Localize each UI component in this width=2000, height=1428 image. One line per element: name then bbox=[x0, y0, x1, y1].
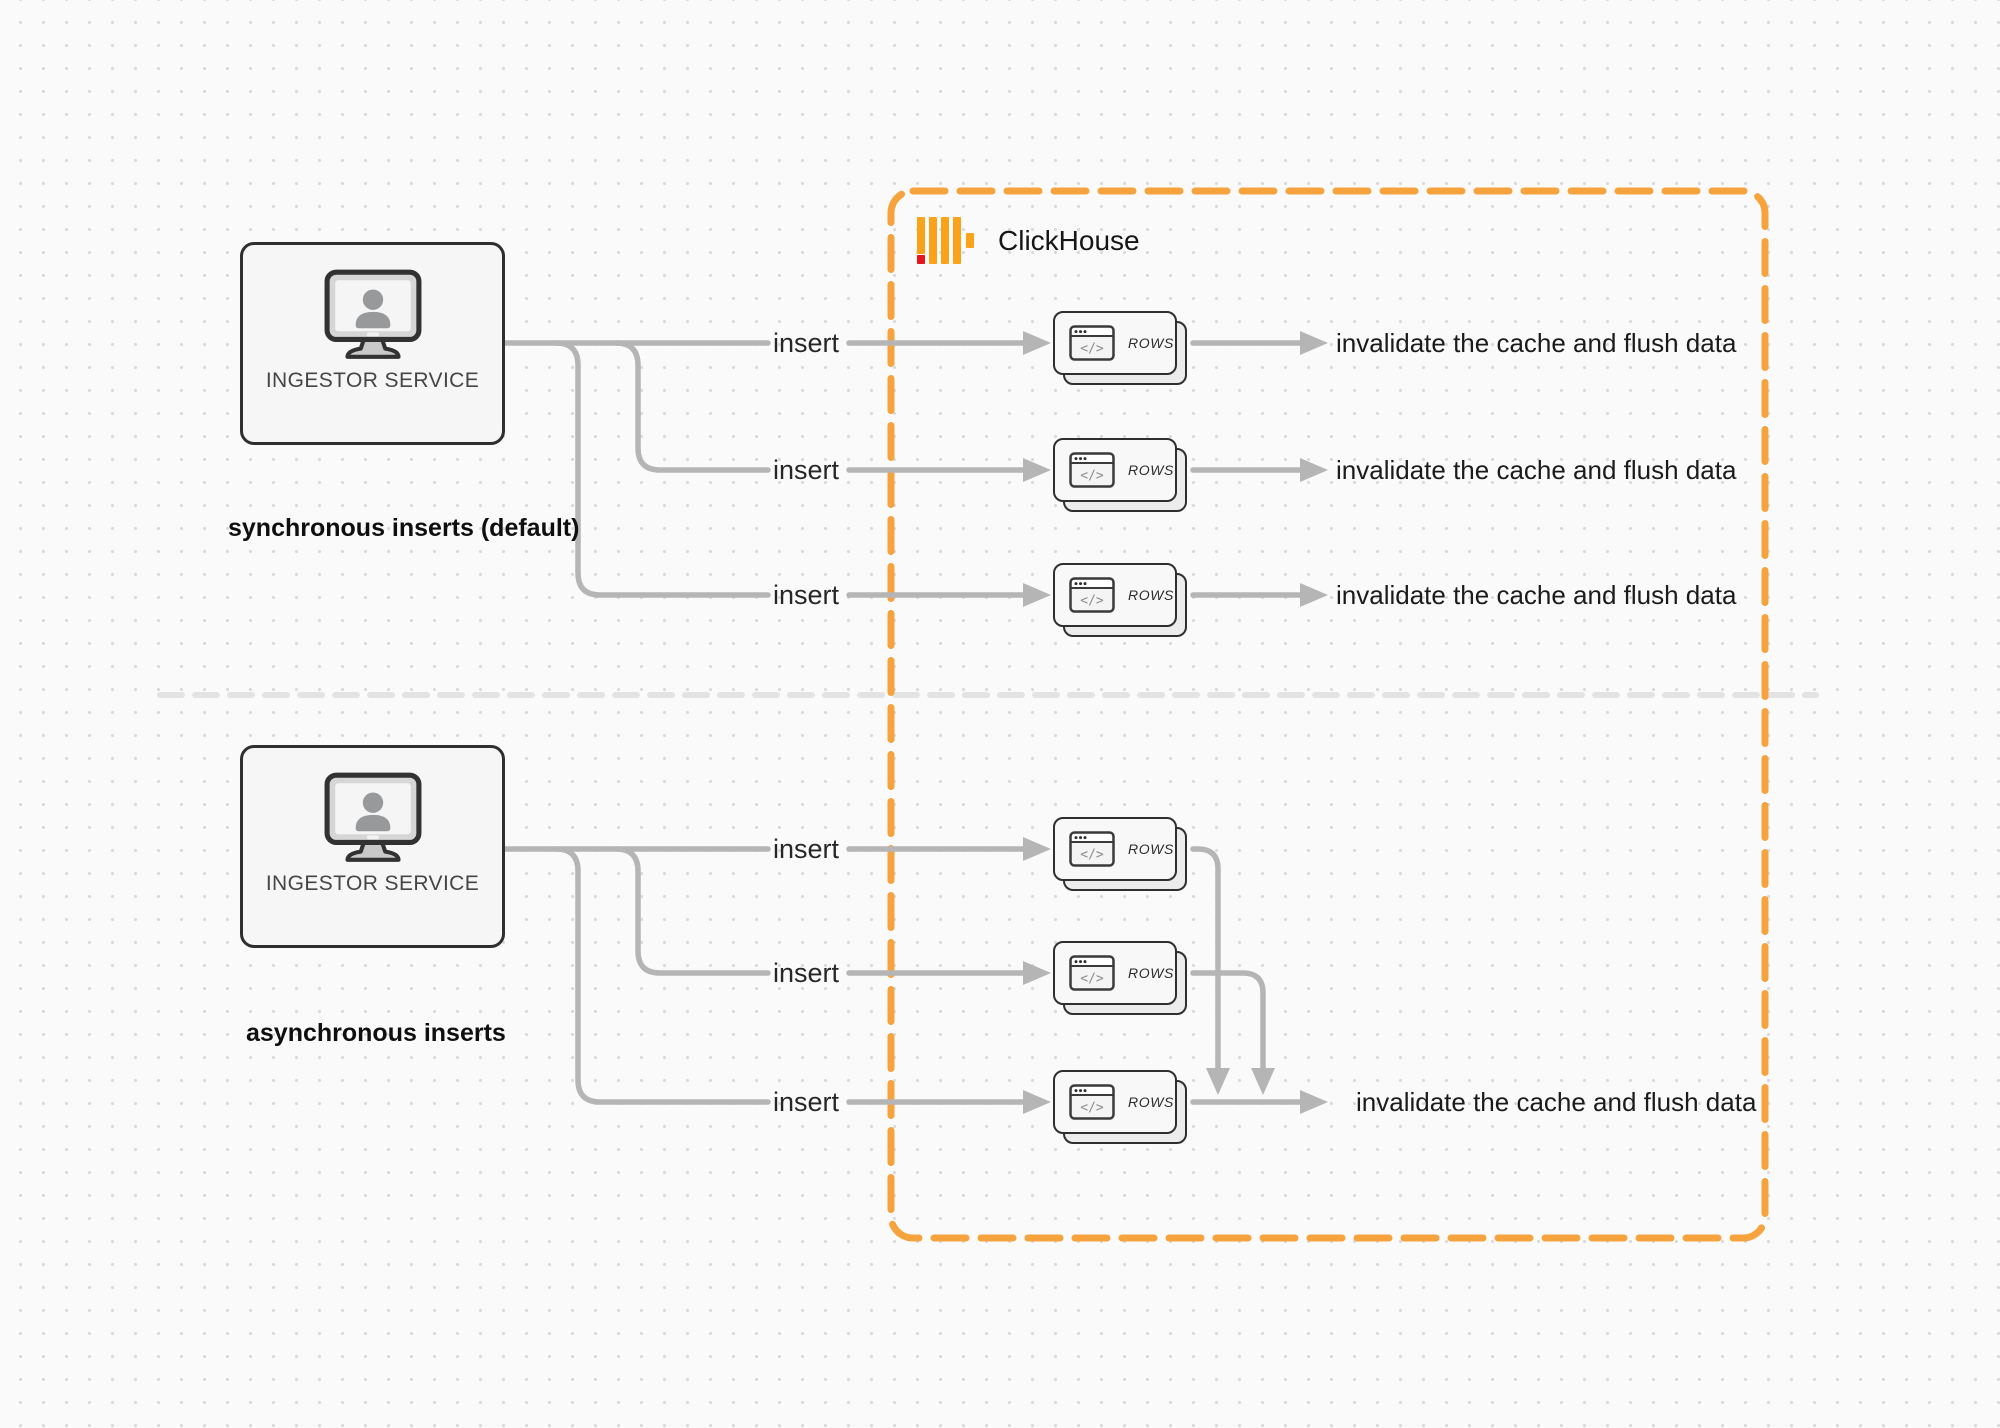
svg-text:</>: </> bbox=[1080, 594, 1104, 609]
rows-card: </> ROWS bbox=[1053, 563, 1187, 637]
rows-card: </> ROWS bbox=[1053, 438, 1187, 512]
monitor-user-icon bbox=[324, 269, 421, 359]
result-label: invalidate the cache and flush data bbox=[1336, 580, 1737, 610]
insert-label: insert bbox=[772, 580, 840, 610]
code-window-icon: </> bbox=[1069, 325, 1115, 361]
rows-card: </> ROWS bbox=[1053, 941, 1187, 1015]
clickhouse-header: ClickHouse bbox=[917, 217, 1140, 264]
code-window-icon: </> bbox=[1069, 577, 1115, 613]
rows-card-label: ROWS bbox=[1128, 335, 1174, 351]
svg-text:</>: </> bbox=[1080, 469, 1104, 484]
monitor-user-icon bbox=[324, 772, 421, 862]
insert-label: insert bbox=[772, 328, 840, 358]
result-label: invalidate the cache and flush data bbox=[1336, 455, 1737, 485]
code-window-icon: </> bbox=[1069, 1084, 1115, 1120]
ingestor-service-label: INGESTOR SERVICE bbox=[265, 872, 480, 895]
code-window-icon: </> bbox=[1069, 831, 1115, 867]
result-label: invalidate the cache and flush data bbox=[1356, 1087, 1757, 1117]
rows-card-label: ROWS bbox=[1128, 462, 1174, 478]
svg-text:</>: </> bbox=[1080, 342, 1104, 357]
insert-label: insert bbox=[772, 834, 840, 864]
ingestor-service-label: INGESTOR SERVICE bbox=[265, 369, 480, 392]
result-label: invalidate the cache and flush data bbox=[1336, 328, 1737, 358]
clickhouse-logo-icon bbox=[917, 217, 974, 264]
rows-card-label: ROWS bbox=[1128, 965, 1174, 981]
code-window-icon: </> bbox=[1069, 452, 1115, 488]
svg-text:</>: </> bbox=[1080, 1101, 1104, 1116]
svg-text:</>: </> bbox=[1080, 972, 1104, 987]
sync-caption: synchronous inserts (default) bbox=[228, 514, 580, 542]
svg-text:</>: </> bbox=[1080, 848, 1104, 863]
insert-label: insert bbox=[772, 958, 840, 988]
insert-label: insert bbox=[772, 455, 840, 485]
ingestor-service-box-sync: INGESTOR SERVICE bbox=[240, 242, 505, 445]
clickhouse-title: ClickHouse bbox=[998, 224, 1140, 256]
async-caption: asynchronous inserts bbox=[246, 1019, 506, 1047]
rows-card: </> ROWS bbox=[1053, 817, 1187, 891]
insert-label: insert bbox=[772, 1087, 840, 1117]
ingestor-service-box-async: INGESTOR SERVICE bbox=[240, 745, 505, 948]
rows-card-label: ROWS bbox=[1128, 841, 1174, 857]
rows-card-label: ROWS bbox=[1128, 1094, 1174, 1110]
rows-card-label: ROWS bbox=[1128, 587, 1174, 603]
rows-card: </> ROWS bbox=[1053, 1070, 1187, 1144]
code-window-icon: </> bbox=[1069, 955, 1115, 991]
rows-card: </> ROWS bbox=[1053, 311, 1187, 385]
